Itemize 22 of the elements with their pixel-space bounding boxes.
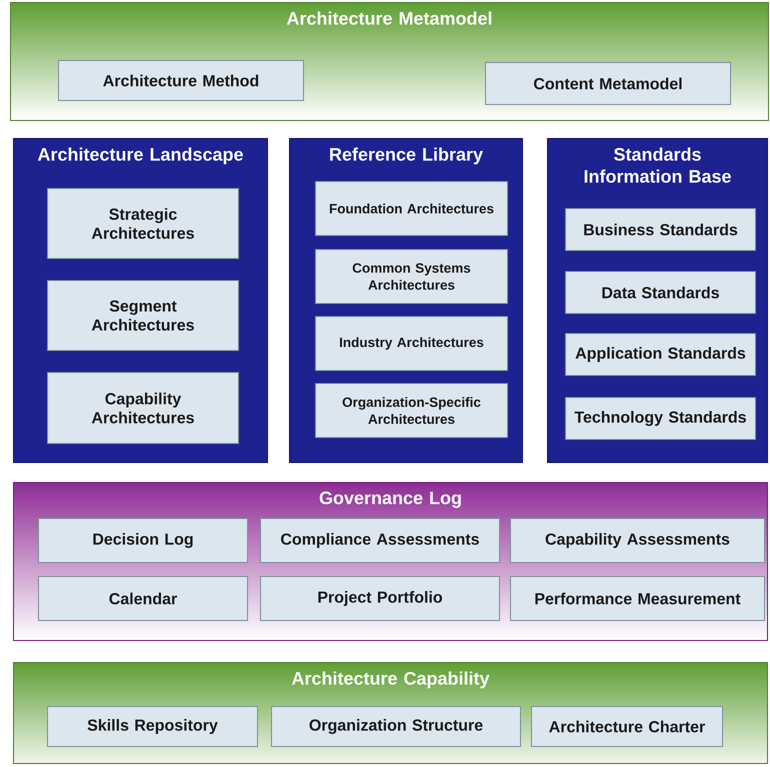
item-box: Capability Assessments xyxy=(510,518,765,563)
item-box: Calendar xyxy=(38,576,248,621)
item-box: Organization-Specific Architectures xyxy=(315,383,508,438)
item-box: Skills Repository xyxy=(47,706,258,747)
item-box: Architecture Method xyxy=(58,60,304,101)
item-box: Organization Structure xyxy=(271,706,521,747)
item-box: Business Standards xyxy=(565,208,756,251)
item-box: Content Metamodel xyxy=(485,62,731,105)
item-box: Technology Standards xyxy=(565,397,756,440)
item-box: Common Systems Architectures xyxy=(315,249,508,304)
item-box: Capability Architectures xyxy=(47,372,239,444)
item-box: Performance Measurement xyxy=(510,576,765,621)
item-box: Segment Architectures xyxy=(47,280,239,351)
item-box: Foundation Architectures xyxy=(315,181,508,236)
item-box: Compliance Assessments xyxy=(260,518,500,563)
item-box: Data Standards xyxy=(565,271,756,314)
item-box: Architecture Charter xyxy=(531,706,723,747)
item-box: Decision Log xyxy=(38,518,248,563)
item-box: Application Standards xyxy=(565,333,756,376)
item-box: Strategic Architectures xyxy=(47,188,239,259)
item-box: Industry Architectures xyxy=(315,316,508,371)
item-box: Project Portfolio xyxy=(260,576,500,621)
